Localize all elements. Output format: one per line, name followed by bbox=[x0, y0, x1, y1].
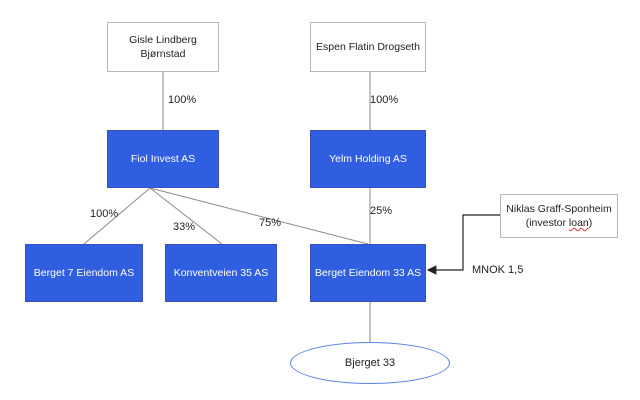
company-yelm-label: Yelm Holding AS bbox=[329, 153, 407, 165]
owner-niklas-line1: Niklas Graff-Sponheim bbox=[506, 203, 612, 215]
owner-niklas-line2-loan: loan bbox=[568, 217, 589, 229]
owner-espen-box: Espen Flatin Drogseth bbox=[310, 22, 426, 72]
property-bjerget-label: Bjerget 33 bbox=[344, 357, 396, 369]
owner-gisle-line1: Gisle Lindberg bbox=[129, 34, 197, 46]
company-fiol-box: Fiol Invest AS bbox=[107, 130, 219, 188]
edge-label-espen-yelm: 100% bbox=[370, 94, 399, 106]
company-berget7-box: Berget 7 Eiendom AS bbox=[25, 244, 143, 302]
company-fiol-label: Fiol Invest AS bbox=[130, 153, 196, 165]
owner-gisle-box: Gisle Lindberg Bjørnstad bbox=[107, 22, 219, 72]
company-berget33-label: Berget Eiendom 33 AS bbox=[314, 267, 422, 279]
edge-label-fiol-konventveien: 33% bbox=[173, 221, 196, 233]
edge-fiol-konventveien bbox=[149, 187, 223, 245]
edge-niklas-loan-arrow bbox=[426, 214, 500, 275]
property-bjerget-ellipse: Bjerget 33 bbox=[290, 342, 450, 384]
edge-label-niklas-loan: MNOK 1,5 bbox=[472, 264, 524, 276]
owner-niklas-line2-suffix: ) bbox=[588, 217, 593, 229]
owner-niklas-line2: (investor loan) bbox=[526, 216, 593, 230]
company-konventveien-box: Konventveien 35 AS bbox=[165, 244, 277, 302]
edge-label-fiol-berget7: 100% bbox=[90, 208, 119, 220]
owner-espen-label: Espen Flatin Drogseth bbox=[316, 41, 420, 53]
edge-label-fiol-berget33: 75% bbox=[259, 217, 282, 229]
owner-niklas-box: Niklas Graff-Sponheim (investor loan) bbox=[500, 194, 618, 238]
edge-fiol-berget7 bbox=[83, 187, 151, 245]
company-yelm-box: Yelm Holding AS bbox=[310, 130, 426, 188]
owner-niklas-line2-prefix: (investor bbox=[525, 217, 569, 229]
owner-gisle-line2: Bjørnstad bbox=[140, 48, 186, 60]
company-berget33-box: Berget Eiendom 33 AS bbox=[310, 244, 426, 302]
edge-label-yelm-berget33: 25% bbox=[370, 205, 393, 217]
edge-fiol-berget33 bbox=[149, 187, 369, 245]
company-konventveien-label: Konventveien 35 AS bbox=[173, 267, 269, 279]
company-berget7-label: Berget 7 Eiendom AS bbox=[33, 267, 135, 279]
edge-label-gisle-fiol: 100% bbox=[168, 94, 197, 106]
